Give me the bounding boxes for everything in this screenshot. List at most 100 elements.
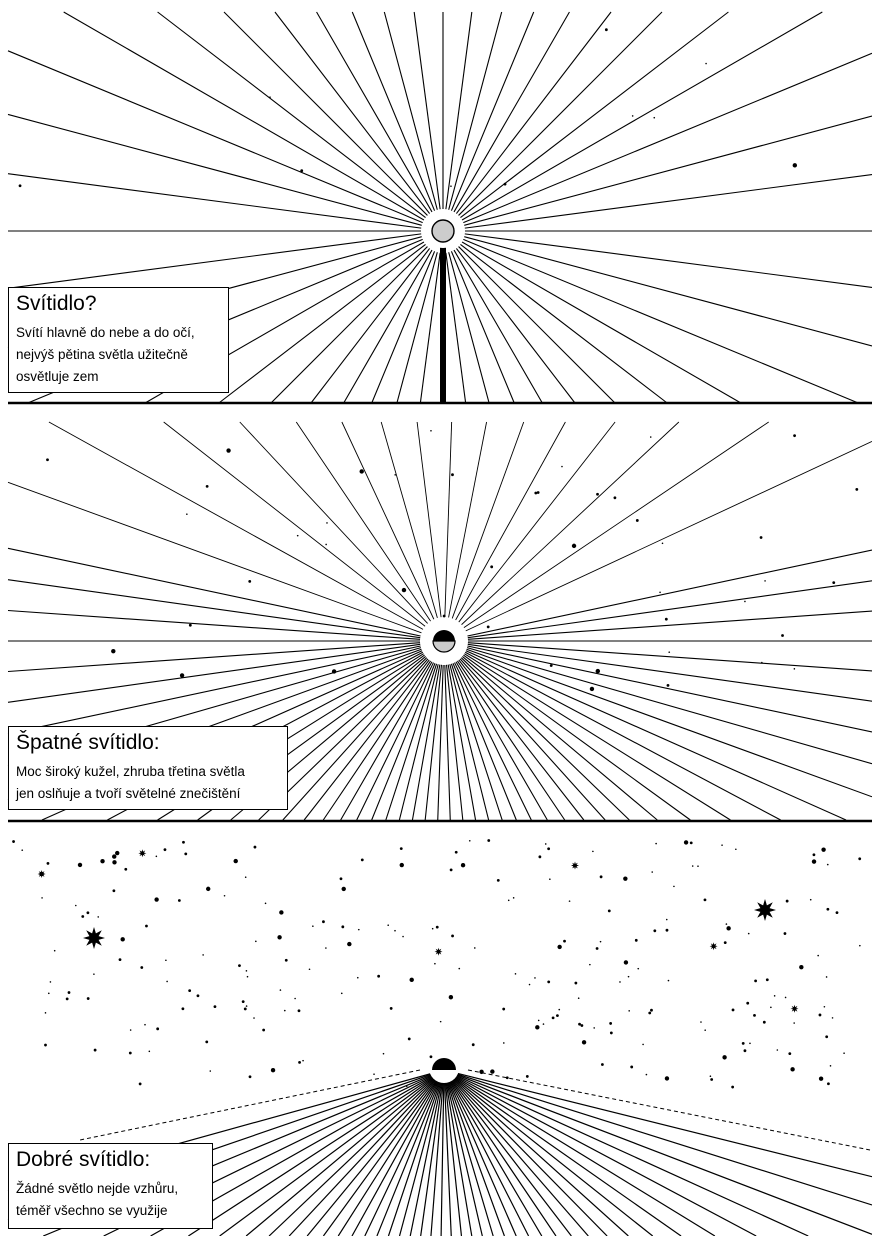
star-dot	[773, 995, 776, 997]
cone-edge-dashed	[467, 1069, 871, 1151]
star-dot	[653, 116, 656, 119]
star-dot	[581, 1040, 587, 1045]
star-dot	[402, 935, 404, 938]
star-dot	[145, 924, 148, 928]
star-dot	[788, 1052, 792, 1056]
caption-text-line: Žádné světlo nejde vzhůru,	[16, 1181, 179, 1196]
light-ray	[450, 663, 503, 821]
light-ray	[455, 11, 612, 214]
star-dot	[781, 634, 784, 637]
star-dot	[809, 898, 812, 901]
star-dot	[387, 924, 389, 927]
star-dot	[607, 909, 611, 913]
star-dot	[514, 973, 517, 975]
light-ray	[460, 11, 729, 219]
light-ray	[460, 243, 668, 404]
light-ray	[445, 252, 467, 404]
star-dot	[399, 862, 404, 868]
star-dot	[726, 926, 731, 931]
panel-bad-lamp	[7, 421, 872, 823]
star-dot	[202, 954, 204, 956]
light-ray	[447, 664, 477, 821]
star-dot	[326, 522, 328, 524]
light-ray	[455, 421, 566, 621]
star-dot	[595, 947, 599, 950]
star-dot	[429, 1055, 433, 1059]
light-ray	[467, 580, 872, 639]
light-ray	[447, 1076, 543, 1236]
star-dot	[689, 841, 693, 845]
star-dot	[731, 1008, 735, 1012]
light-ray	[458, 659, 585, 821]
star-dot	[284, 958, 288, 962]
star-dot	[451, 934, 454, 938]
bright-star	[434, 947, 443, 956]
star-dot	[534, 977, 536, 979]
star-dot	[296, 534, 299, 537]
star-dot	[664, 1076, 670, 1081]
star-dot	[460, 863, 466, 868]
star-dot	[599, 940, 602, 943]
star-dot	[97, 916, 100, 918]
star-dot	[754, 979, 758, 983]
star-dot	[277, 935, 282, 940]
star-dot	[631, 115, 634, 117]
star-dot	[74, 904, 77, 907]
star-dot	[181, 1007, 185, 1011]
light-ray	[450, 11, 535, 211]
star-dot	[705, 62, 707, 65]
star-dot	[547, 980, 551, 984]
caption-title: Svítidlo?	[16, 292, 97, 315]
star-dot	[759, 536, 763, 539]
star-dot	[156, 1027, 160, 1031]
star-dot	[592, 850, 594, 853]
star-dot	[817, 954, 819, 957]
star-dot	[593, 1027, 595, 1029]
star-dot	[549, 878, 551, 881]
star-dot	[770, 1006, 772, 1009]
light-ray	[451, 1071, 872, 1178]
star-dot	[746, 1001, 750, 1005]
light-ray	[451, 1072, 872, 1235]
star-dot	[765, 978, 769, 982]
star-dot	[86, 911, 90, 915]
light-ray	[453, 11, 570, 213]
star-dot	[279, 910, 284, 915]
lamp-shade	[432, 1058, 456, 1070]
panel-globe-lamp	[7, 11, 872, 405]
star-dot	[373, 1073, 375, 1075]
star-dot	[138, 1082, 142, 1086]
star-dot	[124, 867, 128, 871]
star-dot	[205, 485, 209, 488]
light-ray	[453, 249, 543, 404]
bright-star	[571, 861, 579, 870]
light-ray	[467, 642, 872, 672]
star-dot	[473, 947, 476, 949]
star-dot	[140, 966, 144, 969]
star-dot	[394, 929, 396, 932]
light-ray	[48, 421, 424, 630]
light-ray	[218, 243, 426, 404]
light-ray	[413, 11, 441, 210]
star-dot	[826, 863, 829, 866]
light-ray	[371, 663, 436, 821]
star-dot	[823, 1005, 826, 1008]
star-dot	[283, 1009, 286, 1012]
star-dot	[341, 886, 346, 892]
star-dot	[704, 1029, 706, 1031]
light-ray	[448, 11, 503, 210]
star-dot	[302, 1059, 304, 1062]
star-dot	[710, 1078, 714, 1081]
bright-star	[790, 1004, 799, 1013]
light-ray	[411, 664, 441, 821]
star-dot	[507, 899, 510, 902]
star-dot	[360, 858, 364, 862]
star-dot	[177, 899, 181, 902]
star-dot	[835, 911, 839, 915]
light-ray	[376, 1077, 442, 1236]
star-dot	[206, 886, 211, 892]
light-ray	[63, 11, 425, 221]
star-dot	[294, 997, 296, 1000]
star-dot	[595, 668, 601, 674]
light-ray	[7, 579, 421, 639]
